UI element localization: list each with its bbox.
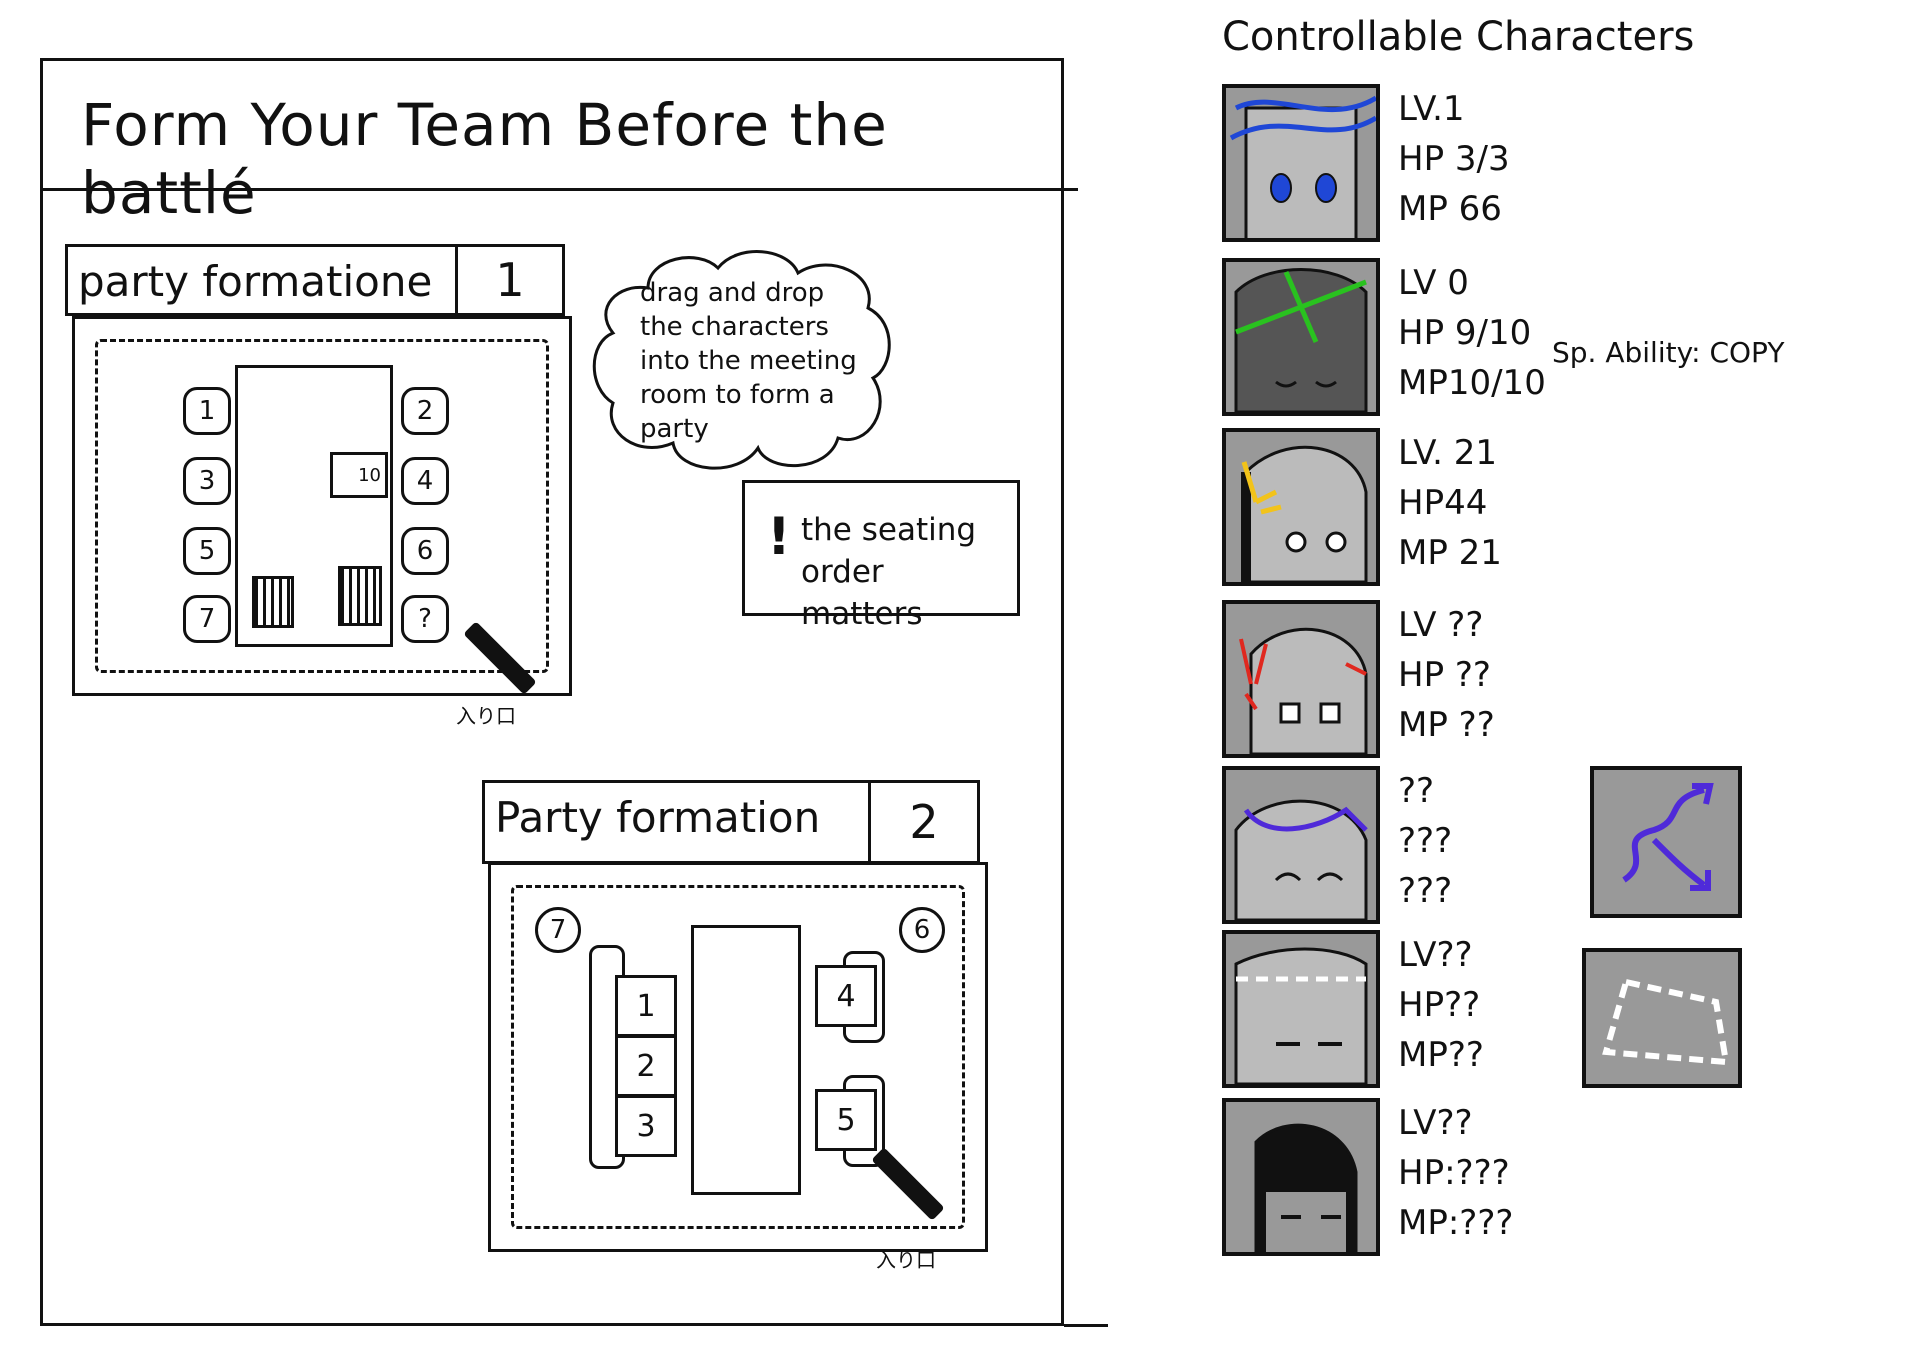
character-face-icon <box>1234 947 1368 1084</box>
hp-text: HP44 <box>1398 483 1488 523</box>
character-portrait[interactable] <box>1222 84 1380 242</box>
character-face-icon <box>1254 1123 1358 1252</box>
party2-meeting-room[interactable]: 7 6 1 2 3 4 5 <box>488 862 988 1252</box>
level-text: LV?? <box>1398 935 1473 975</box>
hp-text: HP 3/3 <box>1398 139 1510 179</box>
mp-text: MP 66 <box>1398 189 1502 229</box>
character-card[interactable]: LV?? HP:??? MP:??? <box>1222 1098 1902 1258</box>
note-box: ! the seating order matters <box>742 480 1020 632</box>
character-portrait[interactable] <box>1222 930 1380 1088</box>
seat-3[interactable]: 3 <box>183 457 231 505</box>
character-face-icon <box>1234 268 1368 412</box>
party1-header: party formatione 1 <box>65 244 565 316</box>
character-card[interactable]: LV.1 HP 3/3 MP 66 <box>1222 84 1902 244</box>
seat-unknown[interactable]: ? <box>401 595 449 643</box>
swap-arrows-icon <box>1622 783 1714 891</box>
seat-2[interactable]: 2 <box>615 1035 677 1097</box>
mp-text: MP:??? <box>1398 1203 1514 1243</box>
title-bar: Form Your Team Before the battlé <box>43 61 1061 227</box>
level-text: LV ?? <box>1398 605 1484 645</box>
party2-header: Party formation 2 <box>482 780 980 864</box>
character-stats: LV?? HP?? MP?? <box>1398 930 1484 1080</box>
character-card[interactable]: LV ?? HP ?? MP ?? <box>1222 600 1902 760</box>
seat-7[interactable]: 7 <box>183 595 231 643</box>
party1-label: party formatione <box>78 257 433 306</box>
party1-number: 1 <box>455 247 562 313</box>
character-face-icon <box>1241 445 1368 582</box>
seat-5[interactable]: 5 <box>183 527 231 575</box>
hp-text: HP 9/10 <box>1398 313 1532 353</box>
character-face-icon <box>1239 627 1368 754</box>
mp-text: ??? <box>1398 871 1453 911</box>
character-stats: LV. 21 HP44 MP 21 <box>1398 428 1502 578</box>
character-face-icon <box>1234 799 1368 920</box>
character-stats: LV.1 HP 3/3 MP 66 <box>1398 84 1510 234</box>
corner-seat-7[interactable]: 7 <box>535 907 581 953</box>
dashed-frame-icon <box>1602 978 1730 1066</box>
mp-text: MP ?? <box>1398 705 1495 745</box>
character-stats: LV 0 HP 9/10 MP10/10 <box>1398 258 1546 408</box>
character-portrait[interactable] <box>1222 600 1380 758</box>
party1-meeting-room[interactable]: 10 1 3 5 7 2 4 6 ? <box>72 316 572 696</box>
room-wall <box>95 339 549 673</box>
seat-2[interactable]: 2 <box>401 387 449 435</box>
entrance-label: 入り口 <box>456 704 516 728</box>
document-stack-icon <box>338 566 382 626</box>
reserved-marker: 10 <box>330 452 388 498</box>
hp-text: HP ?? <box>1398 655 1491 695</box>
seat-5[interactable]: 5 <box>815 1089 877 1151</box>
meeting-table: 10 <box>235 365 393 647</box>
party2-number: 2 <box>868 783 977 861</box>
divider <box>1064 188 1078 191</box>
seat-1[interactable]: 1 <box>615 975 677 1037</box>
ability-icon-tile[interactable] <box>1582 948 1742 1088</box>
seat-1[interactable]: 1 <box>183 387 231 435</box>
note-text: the seating order matters <box>801 512 977 632</box>
character-card[interactable]: LV. 21 HP44 MP 21 <box>1222 428 1902 588</box>
mp-text: MP 21 <box>1398 533 1502 573</box>
ability-icon-tile[interactable] <box>1590 766 1742 918</box>
character-card[interactable]: LV 0 HP 9/10 MP10/10 Sp. Ability: COPY <box>1222 258 1902 418</box>
level-text: LV.1 <box>1398 89 1465 129</box>
hint-text: drag and drop the characters into the me… <box>640 278 857 444</box>
character-card[interactable]: LV?? HP?? MP?? <box>1222 930 1902 1090</box>
seat-4[interactable]: 4 <box>401 457 449 505</box>
entrance-label: 入り口 <box>876 1248 936 1272</box>
seat-3[interactable]: 3 <box>615 1095 677 1157</box>
character-face-icon <box>1229 95 1376 238</box>
character-portrait[interactable] <box>1222 428 1380 586</box>
mp-text: MP10/10 <box>1398 363 1546 403</box>
level-text: ?? <box>1398 771 1435 811</box>
character-card[interactable]: ?? ??? ??? <box>1222 766 1902 926</box>
level-text: LV 0 <box>1398 263 1469 303</box>
document-stack-icon <box>252 576 294 628</box>
character-stats: ?? ??? ??? <box>1398 766 1452 916</box>
exclamation-icon: ! <box>767 507 791 567</box>
divider <box>1064 1324 1108 1327</box>
hp-text: HP:??? <box>1398 1153 1510 1193</box>
seat-4[interactable]: 4 <box>815 965 877 1027</box>
character-portrait[interactable] <box>1222 1098 1380 1256</box>
corner-seat-6[interactable]: 6 <box>899 907 945 953</box>
roster-title: Controllable Characters <box>1222 14 1695 60</box>
meeting-table <box>691 925 801 1195</box>
character-portrait[interactable] <box>1222 258 1380 416</box>
party2-label: Party formation <box>495 793 821 842</box>
level-text: LV. 21 <box>1398 433 1497 473</box>
room-wall <box>511 885 965 1229</box>
hp-text: ??? <box>1398 821 1453 861</box>
thought-cloud <box>592 250 891 470</box>
character-stats: LV?? HP:??? MP:??? <box>1398 1098 1513 1248</box>
mp-text: MP?? <box>1398 1035 1484 1075</box>
level-text: LV?? <box>1398 1103 1473 1143</box>
character-stats: LV ?? HP ?? MP ?? <box>1398 600 1495 750</box>
seat-6[interactable]: 6 <box>401 527 449 575</box>
page-title: Form Your Team Before the battlé <box>81 91 888 227</box>
character-portrait[interactable] <box>1222 766 1380 924</box>
special-ability-text: Sp. Ability: COPY <box>1552 336 1785 369</box>
hp-text: HP?? <box>1398 985 1481 1025</box>
